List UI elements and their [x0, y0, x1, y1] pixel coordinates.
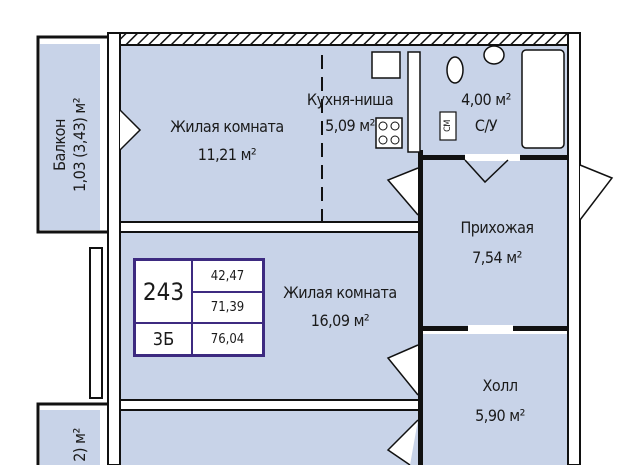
bathroom-name: С/У [474, 116, 498, 135]
hallway-name: Прихожая [460, 218, 534, 237]
room-hallway [422, 158, 568, 328]
living2-name: Жилая комната [283, 283, 397, 302]
wall-between-rooms-2 [119, 399, 423, 411]
room-balcony2 [40, 410, 100, 465]
toilet-icon [446, 56, 464, 84]
apartment-number: 243 [135, 260, 192, 323]
wall-between-rooms [119, 221, 423, 233]
door-swing-living2 [386, 344, 419, 396]
bathtub-icon [521, 49, 565, 149]
door-swing-balcony [119, 109, 142, 151]
sink-icon [371, 51, 401, 79]
washbasin-icon [483, 45, 505, 65]
total-with-balcony-area: 76,04 [192, 323, 263, 355]
apartment-type: 3Б [135, 323, 192, 355]
living-area: 42,47 [192, 260, 263, 292]
kitchen-area: 5,09 м² [325, 116, 375, 135]
balcony-outline [36, 35, 108, 234]
hallway-area: 7,54 м² [472, 248, 522, 267]
wall-hallway-left [418, 150, 423, 465]
apartment-info-box: 243 3Б 42,47 71,39 76,04 [133, 258, 265, 357]
room-hall [422, 334, 568, 465]
wall-right [567, 32, 581, 465]
door-swing-bathroom [464, 159, 509, 184]
balcony-label: Балкон 1,03 (3,43) м² [50, 98, 90, 192]
door-swing-bottom [386, 419, 419, 465]
wall-top [107, 32, 581, 46]
room-balcony [40, 44, 100, 230]
balcony-name: Балкон [50, 119, 69, 171]
balcony2-area: 2) м² [70, 428, 89, 462]
washer-label: СМ [443, 120, 453, 132]
kitchen-name: Кухня-ниша [306, 90, 394, 109]
hall-name: Холл [482, 376, 518, 395]
balcony-area: 1,03 (3,43) м² [70, 97, 89, 193]
hall-label: Холл 5,90 м² [475, 376, 525, 426]
hall-doorway [468, 325, 513, 332]
bathroom-area: 4,00 м² [461, 90, 511, 109]
washer-icon [439, 111, 457, 141]
door-swing-entry [579, 164, 614, 221]
cabinet-icon [407, 51, 421, 153]
living1-name: Жилая комната [170, 117, 284, 136]
living2-label: Жилая комната 16,09 м² [283, 283, 397, 331]
door-swing-hallway [386, 167, 419, 216]
living2-area: 16,09 м² [310, 311, 370, 330]
hallway-label: Прихожая 7,54 м² [460, 218, 534, 268]
bathroom-doorway [465, 154, 520, 161]
balcony2-outline [36, 402, 108, 465]
room-bottom [120, 410, 422, 465]
wall-left [107, 32, 121, 465]
living1-area: 11,21 м² [197, 145, 257, 164]
hall-area: 5,90 м² [475, 406, 525, 425]
total-area: 71,39 [192, 292, 263, 323]
kitchen-label: Кухня-ниша 5,09 м² [306, 90, 394, 136]
living1-label: Жилая комната 11,21 м² [170, 117, 284, 165]
bathroom-label: 4,00 м² С/У [461, 90, 511, 136]
window-left [89, 247, 103, 399]
